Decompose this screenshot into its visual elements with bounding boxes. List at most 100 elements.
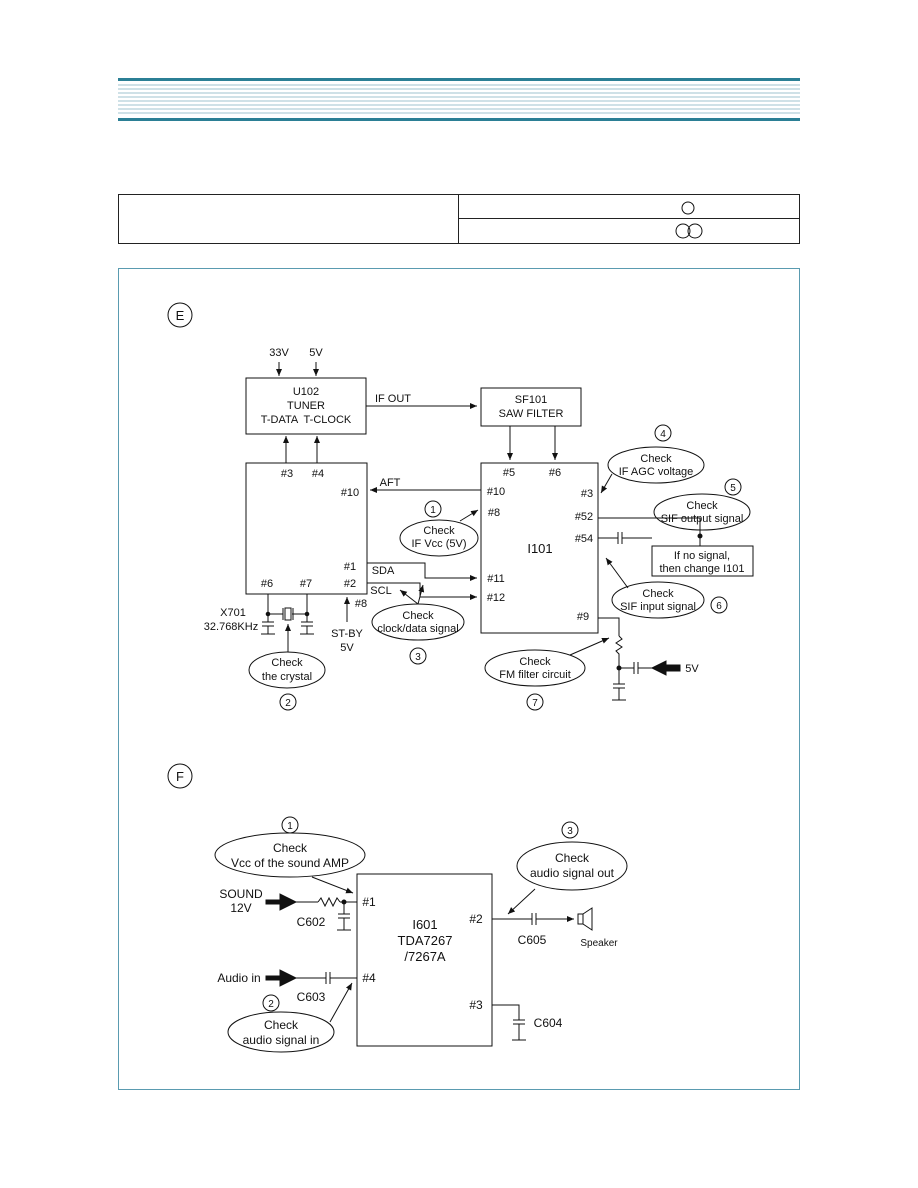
i101-pin-11: #11 (487, 573, 505, 585)
double-circle-icon (675, 223, 703, 239)
scl-label: SCL (370, 585, 391, 597)
bubble-f1-number: 1 (287, 821, 293, 832)
bubble-5-number-ring (724, 478, 742, 496)
bubble-2-line-2: the crystal (262, 671, 312, 683)
bubble-if-vcc (399, 519, 479, 557)
bubble-vcc-sound-amp (214, 832, 366, 878)
bubble-f3-number-ring (561, 821, 579, 839)
legend-left-cell (119, 195, 459, 243)
bubble-3-line-1: Check (402, 610, 434, 622)
single-circle-icon (681, 201, 695, 215)
sound-supply-line-1: SOUND (219, 887, 263, 901)
speaker-icon (577, 913, 584, 925)
micom-pin-2: #2 (344, 578, 356, 590)
legend-row-single-circle (459, 195, 799, 219)
bubble-f1-number-ring (281, 816, 299, 834)
bubble-sif-input (611, 581, 705, 619)
bubble-fm-filter (484, 649, 586, 687)
bubble-5-line-1: Check (686, 500, 718, 512)
bubble-audio-signal-in (227, 1011, 335, 1053)
bubble-audio-signal-out (516, 841, 628, 891)
bubble-sif-output (653, 493, 751, 531)
tuner-33v-label: 33V (269, 347, 289, 359)
tuner-pins: T-DATA T-CLOCK (261, 414, 352, 426)
micom-pin-8: #8 (355, 598, 367, 610)
speaker-label: Speaker (580, 938, 618, 949)
i601-pin-4: #4 (362, 971, 376, 985)
bubble-2-line-1: Check (271, 657, 303, 669)
bubble-f2-number-ring (262, 994, 280, 1012)
i101-pin-9: #9 (577, 611, 589, 623)
i101-pin-12: #12 (487, 592, 505, 604)
i601-block (356, 873, 493, 1047)
bubble-f1-line-2: Vcc of the sound AMP (231, 856, 349, 870)
bubble-4-line-2: IF AGC voltage (619, 466, 694, 478)
bubble-5-number: 5 (730, 483, 736, 494)
change-i101-note-box (651, 545, 754, 577)
micom-pin-3: #3 (281, 468, 293, 480)
bubble-2-number-ring (279, 693, 297, 711)
saw-filter-block (480, 387, 582, 427)
i101-pin-6: #6 (549, 467, 561, 479)
bubble-3-number-ring (409, 647, 427, 665)
bubble-7-line-1: Check (519, 656, 551, 668)
section-e-label: E (176, 308, 185, 323)
tuner-title: TUNER (287, 400, 325, 412)
bubble-if-agc (607, 446, 705, 484)
note-line-2: then change I101 (659, 563, 744, 575)
i601-variant: /7267A (404, 949, 446, 964)
i601-pin-3: #3 (469, 998, 483, 1012)
bubble-6-number: 6 (716, 601, 722, 612)
c604-label: C604 (534, 1016, 563, 1030)
i601-pin-2: #2 (469, 912, 483, 926)
bubble-f2-number: 2 (268, 999, 274, 1010)
i101-pin-3: #3 (581, 488, 593, 500)
bubble-7-number-ring (526, 693, 544, 711)
micom-pin-1: #1 (344, 561, 356, 573)
note-line-1: If no signal, (674, 550, 730, 562)
i601-ref: I601 (412, 917, 437, 932)
bubble-1-number-ring (424, 500, 442, 518)
bubble-1-line-2: IF Vcc (5V) (411, 538, 466, 550)
if-out-label: IF OUT (375, 393, 411, 405)
aft-label: AFT (380, 477, 401, 489)
section-e-marker-ring (167, 302, 193, 328)
micom-block (245, 462, 368, 595)
micom-pin-10: #10 (341, 487, 359, 499)
bubble-6-number-ring (710, 596, 728, 614)
bubble-2-number: 2 (285, 698, 291, 709)
tuner-5v-label: 5V (309, 347, 323, 359)
bubble-crystal (248, 651, 326, 689)
section-f-label: F (176, 769, 184, 784)
i101-pin-8: #8 (488, 507, 500, 519)
sda-label: SDA (372, 565, 395, 577)
bubble-4-number: 4 (660, 429, 666, 440)
i101-pin-52: #52 (575, 511, 593, 523)
bubble-f3-number: 3 (567, 826, 573, 837)
bubble-f2-line-1: Check (264, 1018, 299, 1032)
bubble-5-line-2: SIF output signal (661, 513, 744, 525)
audio-in-label: Audio in (217, 971, 260, 985)
legend-row-double-circle (459, 219, 799, 243)
bubble-f3-line-2: audio signal out (530, 866, 615, 880)
crystal-ref: X701 (220, 607, 246, 619)
bubble-f2-line-2: audio signal in (243, 1033, 320, 1047)
standby-label-2: 5V (340, 642, 354, 654)
section-f-marker-ring (167, 763, 193, 789)
i101-pin-10: #10 (487, 486, 505, 498)
header-rule-block (118, 78, 800, 121)
bubble-6-line-2: SIF input signal (620, 601, 696, 613)
bubble-3-line-2: clock/data signal (377, 623, 458, 635)
c602-label: C602 (297, 915, 326, 929)
saw-name: SF101 (515, 394, 547, 406)
micom-pin-6: #6 (261, 578, 273, 590)
bubble-1-number: 1 (430, 505, 436, 516)
diagram-frame (118, 268, 800, 1090)
saw-title: SAW FILTER (499, 408, 564, 420)
bubble-7-line-2: FM filter circuit (499, 669, 571, 681)
c605-label: C605 (518, 933, 547, 947)
bubble-f3-line-1: Check (555, 851, 590, 865)
legend-table (118, 194, 800, 244)
micom-pin-7: #7 (300, 578, 312, 590)
c603-label: C603 (297, 990, 326, 1004)
